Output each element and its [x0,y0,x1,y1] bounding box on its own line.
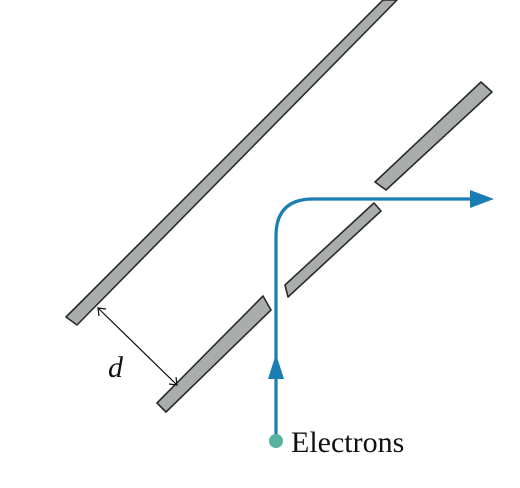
lower-plate-segment-left [156,295,272,413]
electron-beam [274,197,474,438]
electron-source-dot-icon [269,434,283,448]
separation-label: d [108,351,124,384]
lower-plate-segment-right [374,81,493,191]
lower-plate-segment-middle [284,202,382,298]
separation-dimension [97,307,178,386]
arrowhead-icon [268,354,284,379]
dimension-line [97,307,178,386]
upper-plate [65,0,398,326]
dimension-arrow-upper [97,307,107,317]
electrons-label: Electrons [291,426,404,459]
dimension-arrow-lower [168,376,178,386]
exit-arrowhead-icon [470,190,494,208]
